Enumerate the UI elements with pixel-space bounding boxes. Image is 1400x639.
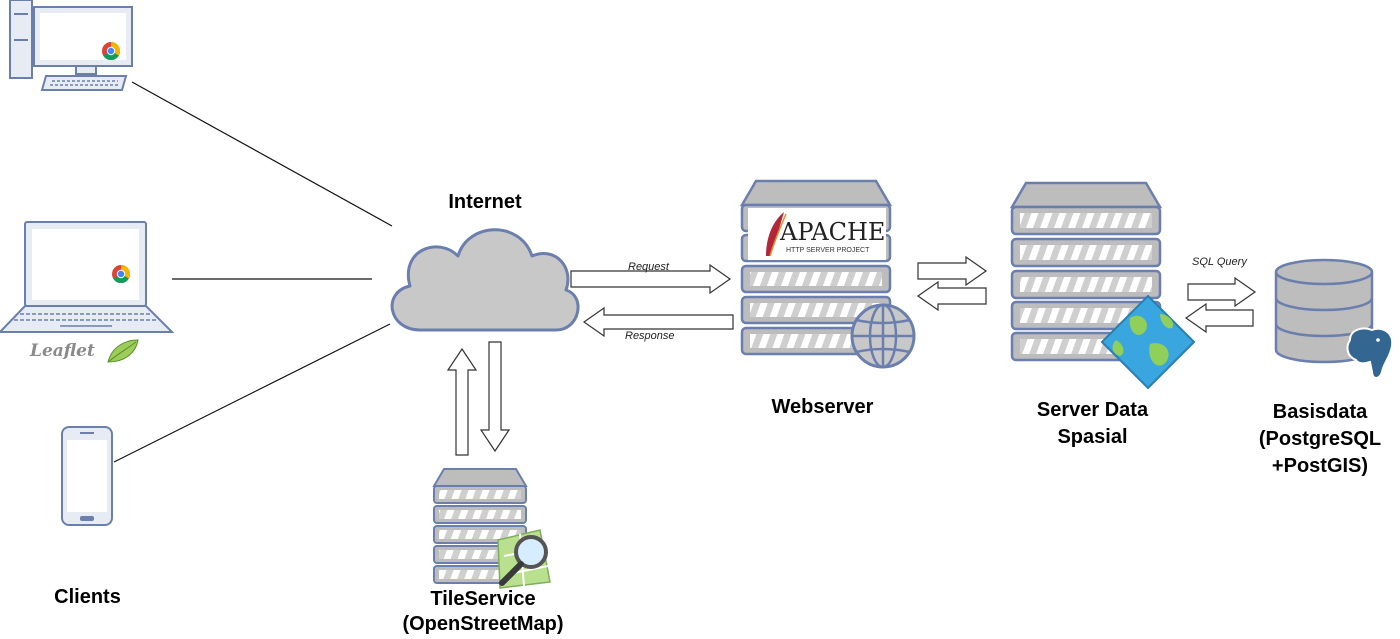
sql-result-arrow [1184,302,1254,334]
apache-logo: APACHE HTTP SERVER PROJECT [748,208,886,260]
tileservice-sublabel: (OpenStreetMap) [402,613,564,635]
server-data-label: Server Data [1036,399,1149,421]
cloud-icon [390,228,580,332]
leaflet-leaf-icon [107,339,139,363]
tileservice-up-arrow [446,347,478,456]
internet-label: Internet [448,191,522,213]
postgresql-elephant-icon [1346,327,1394,379]
phone-internet-connector [113,323,391,463]
desktop-internet-connector [131,81,393,227]
leaflet-logo-text: Leaflet [30,341,95,361]
request-label: Request [628,261,669,273]
globe-icon [850,303,916,369]
apache-logo-subtext: HTTP SERVER PROJECT [786,247,870,254]
chrome-icon [102,41,121,61]
chrome-icon [112,265,131,284]
database-sublabel-2: +PostGIS) [1271,455,1369,477]
tileservice-down-arrow [479,341,511,453]
response-label: Response [625,330,675,342]
database-label: Basisdata [1272,401,1368,423]
earth-globe-icon [1101,295,1195,389]
apache-logo-text: APACHE [779,218,885,246]
smartphone-icon [61,426,113,526]
spatial-to-webserver-arrow [916,280,987,312]
sql-query-label: SQL Query [1192,256,1247,268]
laptop-icon [0,221,175,333]
openstreetmap-magnifier-icon [497,529,551,589]
request-arrow [570,263,732,295]
server-data-sublabel: Spasial [1057,426,1128,448]
webserver-to-spatial-arrow [917,255,988,287]
response-arrow [582,306,734,338]
tileservice-label: TileService [430,588,536,610]
sql-query-arrow [1187,276,1257,308]
database-sublabel: (PostgreSQL [1258,428,1382,450]
webserver-label: Webserver [771,396,874,418]
clients-label: Clients [54,586,121,608]
